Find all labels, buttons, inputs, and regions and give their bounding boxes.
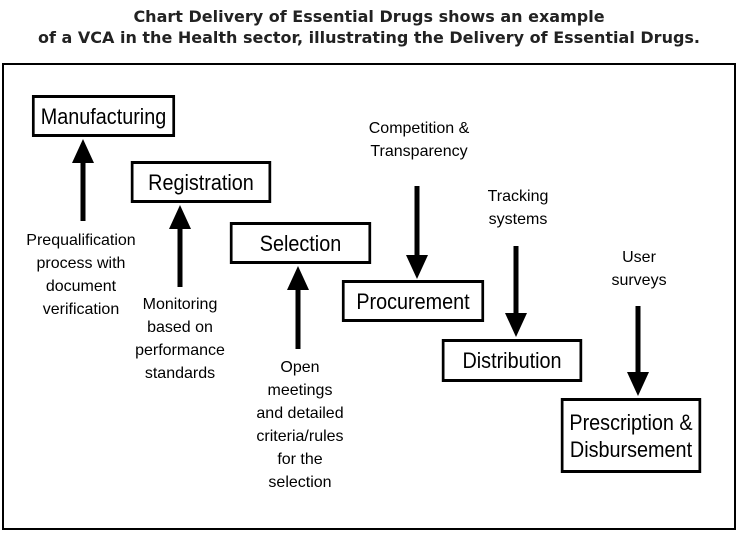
arrow-user-surveys-to-prescription [627, 306, 649, 396]
note-line: document [45, 278, 117, 295]
diagram-frame [2, 63, 736, 530]
arrow-open-meetings-to-selection [287, 266, 309, 349]
caption-line-1: Chart Delivery of Essential Drugs shows … [133, 7, 605, 26]
arrow-prequalification-to-manufacturing [72, 139, 94, 221]
prequalification-note: Prequalification process with document v… [15, 229, 147, 321]
note-line: Tracking [487, 188, 549, 205]
competition-transparency-note: Competition & Transparency [357, 117, 481, 163]
procurement-box: Procurement [341, 280, 485, 322]
manufacturing-label: Manufacturing [40, 103, 167, 129]
note-line: Competition & [368, 120, 470, 137]
note-line: standards [144, 365, 216, 382]
arrow-monitoring-to-registration [169, 205, 191, 287]
note-line: Open [280, 359, 320, 376]
user-surveys-note: User surveys [600, 246, 678, 292]
tracking-systems-note: Tracking systems [470, 185, 566, 231]
note-line: process with [36, 255, 126, 272]
note-line: based on [147, 319, 213, 336]
prescription-label-line-1: Prescription & [569, 409, 693, 435]
caption-line-2: of a VCA in the Health sector, illustrat… [37, 28, 701, 47]
prescription-label-line-2: Disbursement [569, 436, 693, 462]
open-meetings-note: Open meetings and detailed criteria/rule… [246, 356, 354, 494]
registration-box: Registration [130, 161, 272, 203]
registration-label: Registration [148, 169, 254, 195]
note-line: Transparency [370, 143, 468, 160]
note-line: meetings [267, 382, 333, 399]
prescription-disbursement-box: Prescription & Disbursement [560, 398, 702, 473]
note-line: verification [42, 301, 120, 318]
selection-label: Selection [259, 230, 342, 256]
procurement-label: Procurement [356, 288, 470, 314]
distribution-box: Distribution [441, 339, 583, 382]
arrow-tracking-to-distribution [505, 246, 527, 337]
arrow-competition-to-procurement [406, 186, 428, 279]
manufacturing-box: Manufacturing [31, 95, 176, 137]
note-line: User [622, 249, 656, 266]
note-line: for the [277, 451, 323, 468]
monitoring-note: Monitoring based on performance standard… [124, 293, 236, 385]
note-line: Prequalification [26, 232, 136, 249]
note-line: Monitoring [142, 296, 218, 313]
note-line: surveys [611, 272, 667, 289]
selection-box: Selection [229, 222, 372, 264]
note-line: performance [135, 342, 225, 359]
note-line: systems [488, 211, 548, 228]
distribution-label: Distribution [462, 348, 562, 373]
note-line: and detailed [256, 405, 344, 422]
figure-caption: Chart Delivery of Essential Drugs shows … [0, 6, 738, 48]
note-line: selection [268, 474, 332, 491]
note-line: criteria/rules [256, 428, 344, 445]
